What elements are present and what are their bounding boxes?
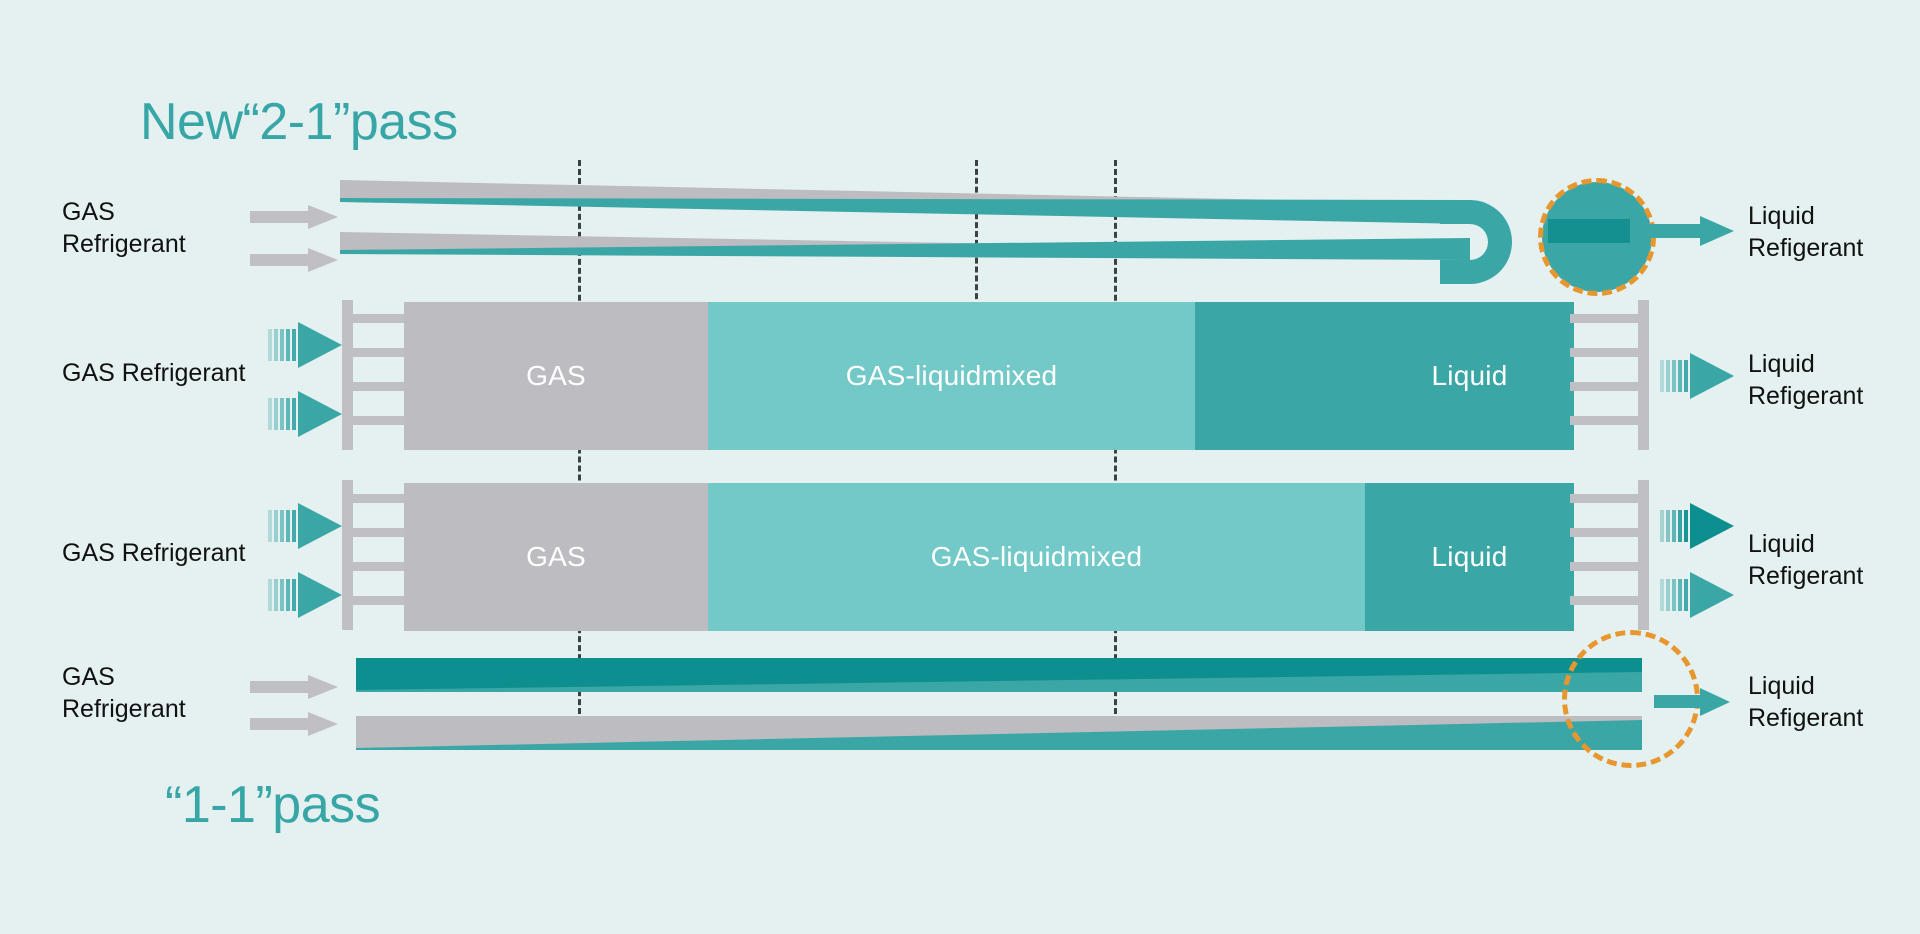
row-2-segment-liquid-early [1195,302,1365,450]
row-4-inlet-label: GAS Refrigerant [62,663,186,723]
row-2-segment-gas: GAS [404,302,708,450]
row-1-highlight-ring [1538,178,1656,296]
row-3-segment-gas-label: GAS [526,541,586,572]
row-4-tube [356,658,1642,750]
row-3-outlet-label: Liquid Refigerant [1748,530,1864,590]
row-2-segment-liquid-label: Liquid [1431,360,1508,391]
row-3-segment-liquid-label: Liquid [1431,541,1508,572]
row-2-left-ladder-post [342,300,421,450]
row-3-segment-mixed: GAS-liquidmixed [708,483,1365,631]
row-2-outlet-label: Liquid Refigerant [1748,350,1864,410]
row-1-tube [340,180,1512,284]
title-1-1-pass: “1-1”pass [165,776,381,834]
row-2-segment-liquid: Liquid [1365,302,1574,450]
row-2-segment-gas-label: GAS [526,360,586,391]
row-2-inlet-arrow-top [268,322,342,368]
row-2-inlet-arrow-bottom [268,391,342,437]
title-new-2-1-pass: New“2-1”pass [140,93,458,151]
row-3-outlet-arrow-bottom [1660,572,1734,618]
row-3-right-ladder-post [1570,480,1649,630]
row-2-outlet-arrow [1660,353,1734,399]
row-3-segment-liquid: Liquid [1365,483,1574,631]
row-1-outlet-label: Liquid Refigerant [1748,202,1864,262]
row-3-left-ladder-post [342,480,421,630]
row-4-outlet-label: Liquid Refigerant [1748,672,1864,732]
row-3-inlet-arrow-bottom [268,572,342,618]
row-3-inlet-label: GAS Refrigerant [62,539,246,567]
row-2-segment-mixed-label: GAS-liquidmixed [845,360,1058,391]
row-2-right-ladder-post [1570,300,1649,450]
row-2-segment-mixed: GAS-liquidmixed [708,302,1195,450]
row-2-inlet-label: GAS Refrigerant [62,359,246,387]
row-3-outlet-arrow-top [1660,503,1734,549]
guide-line-1 [578,160,581,750]
row-1-inlet-label: GAS Refrigerant [62,198,186,258]
row-3-inlet-arrow-top [268,503,342,549]
row-3-segment-gas: GAS [404,483,708,631]
guide-line-3 [1114,160,1117,750]
row-3-segment-mixed-label: GAS-liquidmixed [930,541,1143,572]
